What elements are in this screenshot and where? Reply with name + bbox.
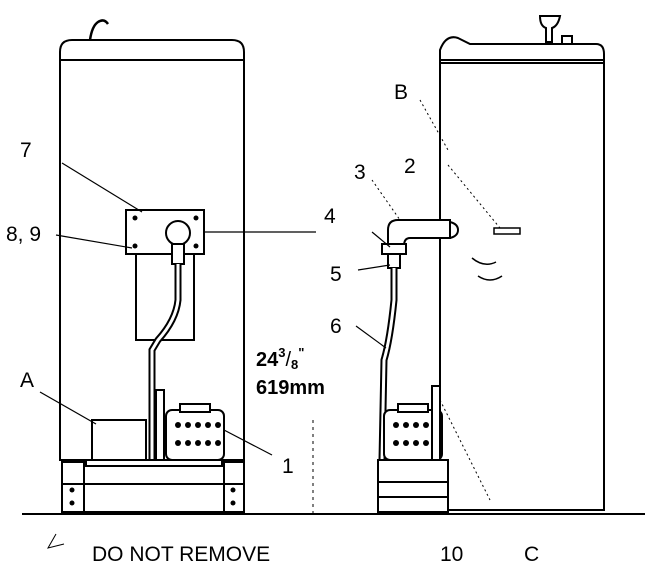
leader-lines-left	[39, 162, 273, 456]
left-bubbler	[88, 19, 110, 41]
right-cooler-cabinet	[439, 36, 605, 511]
label-a: A	[20, 369, 35, 392]
dimension-inch-mark: "	[298, 345, 305, 360]
label-3: 3	[354, 161, 366, 184]
label-10: 10	[440, 543, 464, 566]
dimension-frac-den: 8	[291, 357, 299, 372]
do-not-remove-label: DO NOT REMOVE	[92, 543, 271, 566]
elbow-fitting	[381, 219, 451, 269]
label-4: 4	[324, 205, 336, 228]
dimension-frac-num: 3	[278, 345, 286, 360]
left-cooler-cabinet	[59, 19, 245, 513]
label-5: 5	[330, 263, 342, 286]
label-7: 7	[20, 139, 32, 162]
label-b: B	[394, 81, 409, 104]
label-c: C	[524, 543, 540, 566]
label-8-9: 8, 9	[6, 223, 42, 246]
dimension-metric: 619mm	[256, 377, 325, 399]
label-6: 6	[330, 315, 342, 338]
box-a	[91, 419, 147, 461]
dimension-whole: 24	[256, 349, 279, 371]
do-not-remove-arrow	[46, 533, 65, 549]
left-valve	[165, 220, 191, 265]
right-base	[377, 459, 449, 513]
dimension-frac-slash: /	[285, 349, 292, 371]
stub-fitting	[493, 227, 521, 235]
right-bubbler	[538, 15, 573, 45]
left-base-bolts	[69, 487, 236, 506]
mounting-plate	[125, 209, 205, 341]
label-2: 2	[404, 155, 416, 178]
dimension-imperial: 243/8"	[256, 346, 304, 372]
left-compressor	[165, 403, 225, 461]
leader-lines-right	[371, 99, 501, 501]
label-1: 1	[282, 455, 294, 478]
